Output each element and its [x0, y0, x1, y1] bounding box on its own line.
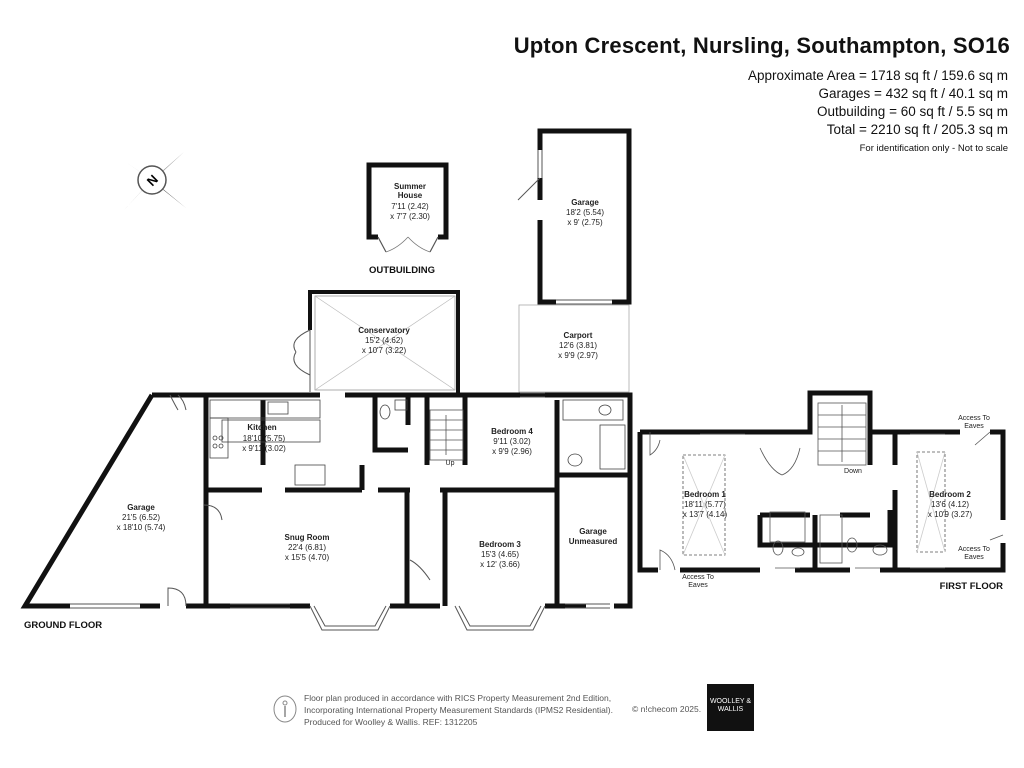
stairs-up-label: Up: [446, 460, 455, 467]
ground-floor-label: GROUND FLOOR: [24, 620, 102, 631]
woolley-wallis-logo: WOOLLEY & WALLIS: [707, 684, 754, 731]
compass-icon: N: [120, 152, 186, 210]
first-floor-label: FIRST FLOOR: [940, 581, 1003, 592]
access-eaves-bottom-2: Eaves: [688, 582, 708, 589]
first-floor-walls: [637, 390, 1006, 573]
footer-line-3: Produced for Woolley & Wallis. REF: 1312…: [304, 717, 478, 727]
access-eaves-right-1: Access To: [958, 546, 990, 553]
kitchen-name: Kitchen: [247, 423, 276, 432]
garage-left-name: Garage: [127, 503, 155, 512]
identification-note: For identification only - Not to scale: [859, 143, 1008, 154]
outbuilding-area-text: Outbuilding = 60 sq ft / 5.5 sq m: [817, 104, 1008, 119]
bay-windows-ground: [70, 392, 610, 631]
stairs-down-label: Down: [844, 468, 862, 475]
conservatory-dim-2: x 10'7 (3.22): [362, 346, 407, 355]
bedroom2-dim-2: x 10'9 (3.27): [928, 510, 973, 519]
kitchen-dim-2: x 9'11 (3.02): [242, 444, 286, 453]
access-eaves-top-2: Eaves: [964, 423, 984, 430]
bedroom4-dim-2: x 9'9 (2.96): [492, 447, 532, 456]
bedroom4-name: Bedroom 4: [491, 427, 533, 436]
carport-dim-2: x 9'9 (2.97): [558, 351, 598, 360]
garage-top-outline: [517, 128, 632, 305]
footer-disclaimer: Floor plan produced in accordance with R…: [304, 692, 613, 728]
summer-house-dim-1: 7'11 (2.42): [391, 202, 429, 211]
ground-stairs: [429, 409, 464, 461]
garage-top-dim-2: x 9' (2.75): [567, 218, 603, 227]
first-floor-details: [649, 402, 1004, 571]
carport-dim-1: 12'6 (3.81): [559, 341, 597, 350]
outbuilding-label: OUTBUILDING: [369, 265, 435, 276]
garage-left-dim-1: 21'5 (6.52): [122, 513, 160, 522]
bedroom2-dim-1: 13'6 (4.12): [931, 500, 969, 509]
approximate-area-text: Approximate Area = 1718 sq ft / 159.6 sq…: [747, 68, 1008, 83]
access-eaves-right-2: Eaves: [964, 554, 984, 561]
ground-floor-walls: [20, 392, 633, 609]
garage-unmeasured-name-2: Unmeasured: [569, 537, 618, 546]
conservatory-dim-1: 15'2 (4.62): [365, 336, 403, 345]
garage-unmeasured-name-1: Garage: [579, 527, 607, 536]
bedroom3-name: Bedroom 3: [479, 540, 521, 549]
carport-name: Carport: [564, 331, 593, 340]
bedroom3-dim-1: 15'3 (4.65): [481, 550, 519, 559]
snug-room-dim-2: x 15'5 (4.70): [285, 553, 330, 562]
ground-bathroom-fittings: [379, 399, 626, 470]
garage-top-name: Garage: [571, 198, 599, 207]
total-area-text: Total = 2210 sq ft / 205.3 sq m: [826, 122, 1008, 137]
summer-house-outline: [366, 162, 449, 253]
property-address-title: Upton Crescent, Nursling, Southampton, S…: [513, 33, 1010, 58]
conservatory-name: Conservatory: [358, 326, 410, 335]
nichecom-credit: © n!checom 2025.: [632, 704, 702, 714]
snug-room-name: Snug Room: [285, 533, 330, 542]
garage-left-dim-2: x 18'10 (5.74): [117, 523, 166, 532]
footer-line-2: Incorporating International Property Mea…: [304, 705, 613, 715]
bedroom1-dim-2: x 13'7 (4.14): [683, 510, 728, 519]
summer-house-dim-2: x 7'7 (2.30): [390, 212, 430, 221]
garage-top-dim-1: 18'2 (5.54): [566, 208, 604, 217]
garages-area-text: Garages = 432 sq ft / 40.1 sq m: [818, 86, 1008, 101]
access-eaves-bottom-1: Access To: [682, 574, 714, 581]
kitchen-dim-1: 18'10 (5.75): [243, 434, 286, 443]
conservatory-outline: [293, 290, 460, 393]
bedroom2-name: Bedroom 2: [929, 490, 971, 499]
summer-house-name-1: Summer: [394, 182, 426, 191]
bedroom4-dim-1: 9'11 (3.02): [493, 437, 531, 446]
footer-line-1: Floor plan produced in accordance with R…: [304, 693, 612, 703]
bedroom3-dim-2: x 12' (3.66): [480, 560, 520, 569]
snug-room-dim-1: 22'4 (6.81): [288, 543, 326, 552]
bedroom1-name: Bedroom 1: [684, 490, 726, 499]
access-eaves-top-1: Access To: [958, 415, 990, 422]
summer-house-name-2: House: [398, 191, 423, 200]
kitchen-fittings: [209, 399, 326, 486]
person-icon: [273, 695, 297, 723]
carport-outline: [518, 304, 630, 393]
bedroom1-dim-1: 18'11 (5.77): [684, 500, 726, 509]
